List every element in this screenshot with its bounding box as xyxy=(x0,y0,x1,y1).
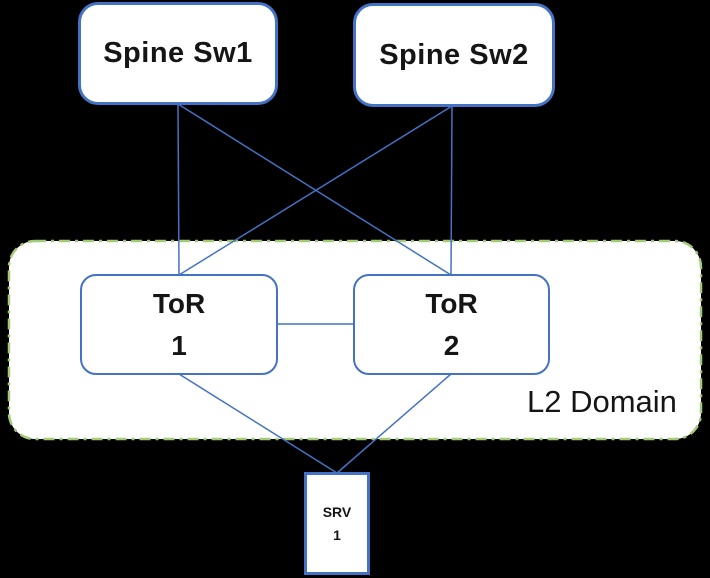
link-spine1-tor2 xyxy=(177,103,452,276)
link-tor2-srv1 xyxy=(336,373,452,474)
node-srv-1-label-line2: 1 xyxy=(333,526,341,543)
node-srv-1-label-line1: SRV xyxy=(322,504,352,521)
node-spine-sw2-label: Spine Sw2 xyxy=(379,38,529,71)
link-spine2-tor1 xyxy=(178,105,453,276)
node-tor-2-label-line2: 2 xyxy=(443,329,460,361)
node-tor-2-label-line1: ToR xyxy=(425,287,478,319)
link-spine2-tor2 xyxy=(450,105,453,276)
link-tor1-srv1 xyxy=(178,373,338,474)
l2-domain-label: L2 Domain xyxy=(527,384,677,419)
node-tor-2: ToR 2 xyxy=(353,274,550,375)
link-spine1-tor1 xyxy=(177,103,180,276)
node-spine-sw2: Spine Sw2 xyxy=(353,3,555,107)
node-srv-1: SRV 1 xyxy=(304,472,370,575)
node-tor-1-label-line1: ToR xyxy=(152,287,206,319)
node-spine-sw1: Spine Sw1 xyxy=(78,2,278,105)
node-tor-1-label-line2: 1 xyxy=(171,329,187,361)
node-tor-1: ToR 1 xyxy=(80,274,278,375)
node-spine-sw1-label: Spine Sw1 xyxy=(103,37,253,69)
